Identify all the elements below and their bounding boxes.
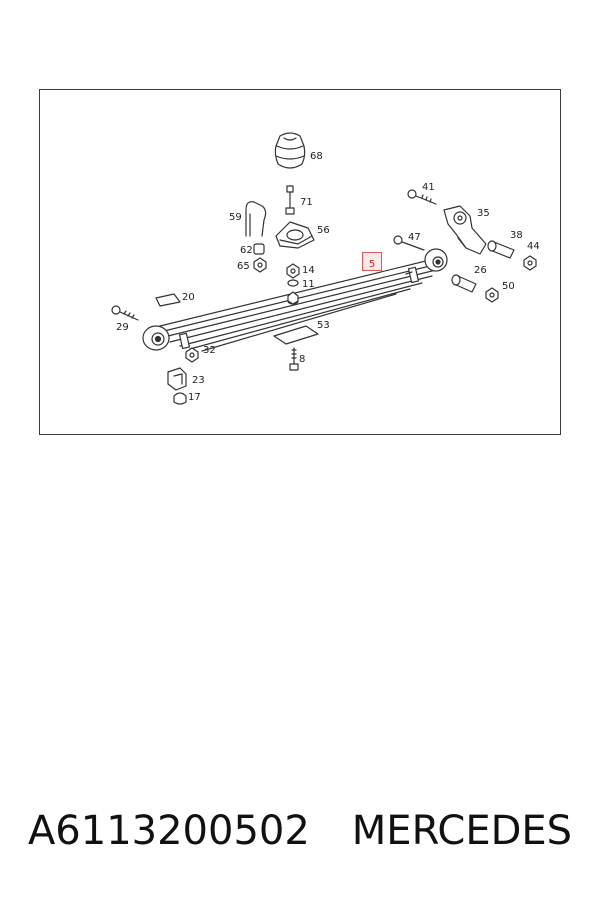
nut-44	[523, 255, 537, 271]
shackle-35	[443, 205, 487, 255]
bump-stop-68	[274, 132, 306, 169]
cap-17	[173, 392, 187, 405]
bushing-38	[487, 240, 515, 259]
brand-name: MERCEDES	[351, 808, 573, 854]
bracket-23	[167, 367, 187, 391]
highlighted-callout-5[interactable]: 5	[362, 252, 382, 271]
nut-32	[185, 347, 199, 363]
part-number: A6113200502	[27, 808, 310, 854]
nut-65	[253, 257, 267, 273]
leaf-spring-part	[142, 248, 448, 352]
parts-diagram: 68 71 59 56 62 65 14 11 20 29 53 8 32 23…	[39, 89, 561, 435]
callout-47: 47	[408, 232, 421, 243]
callout-11: 11	[302, 279, 315, 290]
part-caption: A6113200502 MERCEDES	[0, 806, 600, 856]
center-nut	[287, 291, 299, 305]
bolt-41	[407, 189, 437, 205]
callout-50: 50	[502, 281, 515, 292]
pad-20	[155, 293, 181, 307]
callout-38: 38	[510, 230, 523, 241]
bolt-8	[289, 347, 299, 371]
callout-59: 59	[229, 212, 242, 223]
bolt-47	[393, 235, 425, 251]
callout-41: 41	[422, 182, 435, 193]
callout-26: 26	[474, 265, 487, 276]
plate-53	[273, 325, 319, 345]
callout-20: 20	[182, 292, 195, 303]
spring-plate-56	[275, 221, 315, 249]
bushing-62	[253, 243, 265, 255]
callout-23: 23	[192, 375, 205, 386]
callout-68: 68	[310, 151, 323, 162]
callout-53: 53	[317, 320, 330, 331]
nut-14	[286, 263, 300, 279]
callout-71: 71	[300, 197, 313, 208]
callout-14: 14	[302, 265, 315, 276]
bolt-29	[111, 305, 139, 321]
callout-44: 44	[527, 241, 540, 252]
callout-32: 32	[203, 345, 216, 356]
nut-50	[485, 287, 499, 303]
callout-35: 35	[477, 208, 490, 219]
callout-65: 65	[237, 261, 250, 272]
callout-29: 29	[116, 322, 129, 333]
callout-17: 17	[188, 392, 201, 403]
bushing-26	[451, 274, 477, 293]
leaf-spring-drawing	[111, 132, 537, 405]
bolt-71	[285, 185, 295, 215]
u-bolt-59	[245, 201, 267, 237]
callout-62: 62	[240, 245, 253, 256]
callout-8: 8	[299, 354, 306, 365]
callout-56: 56	[317, 225, 330, 236]
washer-11	[287, 279, 299, 287]
